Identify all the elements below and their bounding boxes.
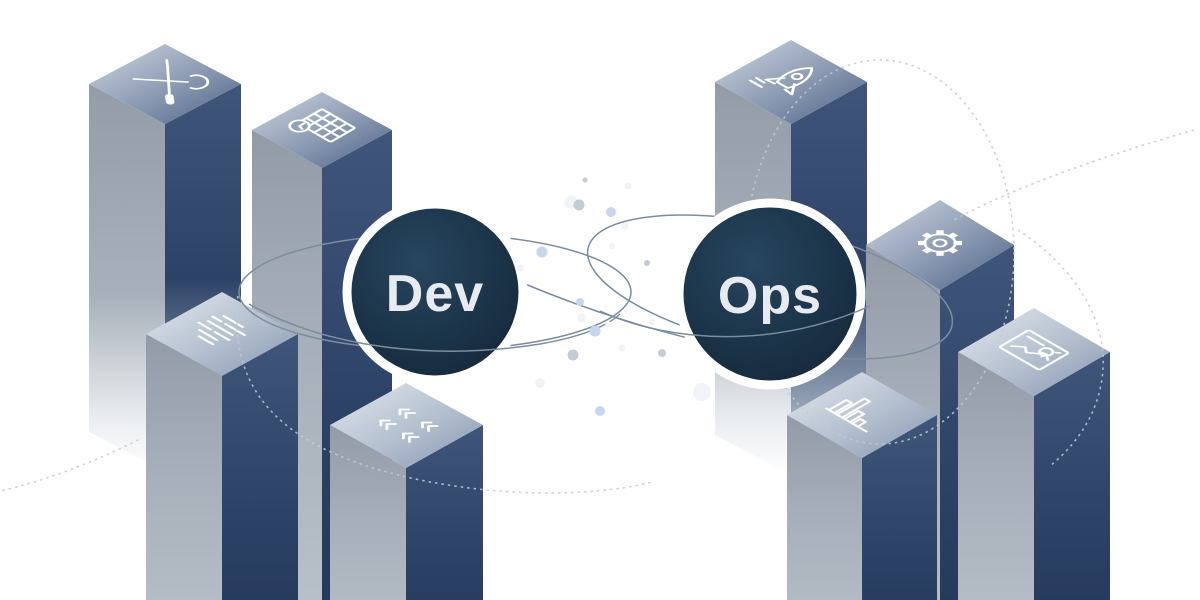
pillar-code: [146, 292, 298, 600]
dashed-arc-top-right: [953, 129, 1195, 221]
analytics-report-icon: [998, 329, 1070, 371]
double-chevron-icon: [379, 408, 439, 443]
ops-label: Ops: [718, 267, 822, 325]
bar-chart-icon: [825, 397, 872, 433]
wrench-screwdriver-icon: [132, 59, 210, 105]
gear-icon: [918, 230, 962, 256]
pillar-chevrons: [330, 383, 483, 600]
dashed-arc-right: [1017, 229, 1104, 467]
code-lines-icon: [197, 315, 246, 346]
dev-circle-body: [351, 208, 519, 376]
calendar-clock-icon: [288, 108, 356, 143]
pillar-bar-chart: [787, 372, 937, 600]
rocket-icon: [748, 67, 814, 96]
pillar-analytics: [958, 308, 1110, 600]
dashed-arc-bottom-left: [0, 437, 143, 492]
dev-label: Dev: [386, 265, 484, 323]
orbit-arc-over-ops: [599, 305, 871, 338]
particle-dots: [516, 177, 711, 416]
ops-circle: Ops: [674, 198, 866, 390]
dev-circle: Dev: [342, 199, 528, 385]
